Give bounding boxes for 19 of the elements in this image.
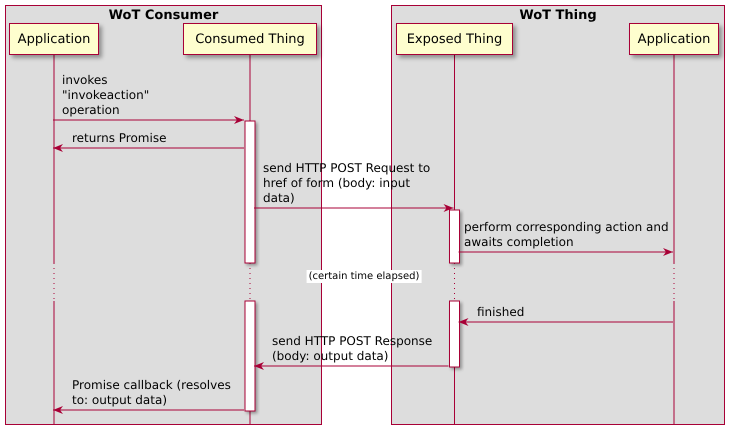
- message-arrow: [52, 116, 244, 124]
- group-title: WoT Consumer: [108, 8, 220, 23]
- edge-label: Promise callback (resolves to: output data): [72, 378, 232, 408]
- message-arrow: [52, 406, 244, 414]
- group-title: WoT Thing: [518, 8, 598, 23]
- message-arrow: [52, 144, 244, 152]
- message-arrow: [458, 248, 674, 256]
- edge-label: returns Promise: [72, 131, 168, 146]
- participant-box: Application: [629, 23, 719, 55]
- participant-box: Consumed Thing: [183, 23, 317, 55]
- participant-box: Exposed Thing: [396, 23, 513, 55]
- edge-label: invokes "invokeaction" operation: [62, 73, 150, 118]
- edge-label: perform corresponding action and awaits completion: [464, 220, 669, 250]
- edge-label: finished: [477, 305, 526, 320]
- message-arrow: [254, 362, 449, 370]
- message-arrow: [458, 318, 674, 326]
- message-arrow: [254, 204, 454, 212]
- divider-note: (certain time elapsed): [306, 270, 422, 283]
- participant-box: Application: [9, 23, 99, 55]
